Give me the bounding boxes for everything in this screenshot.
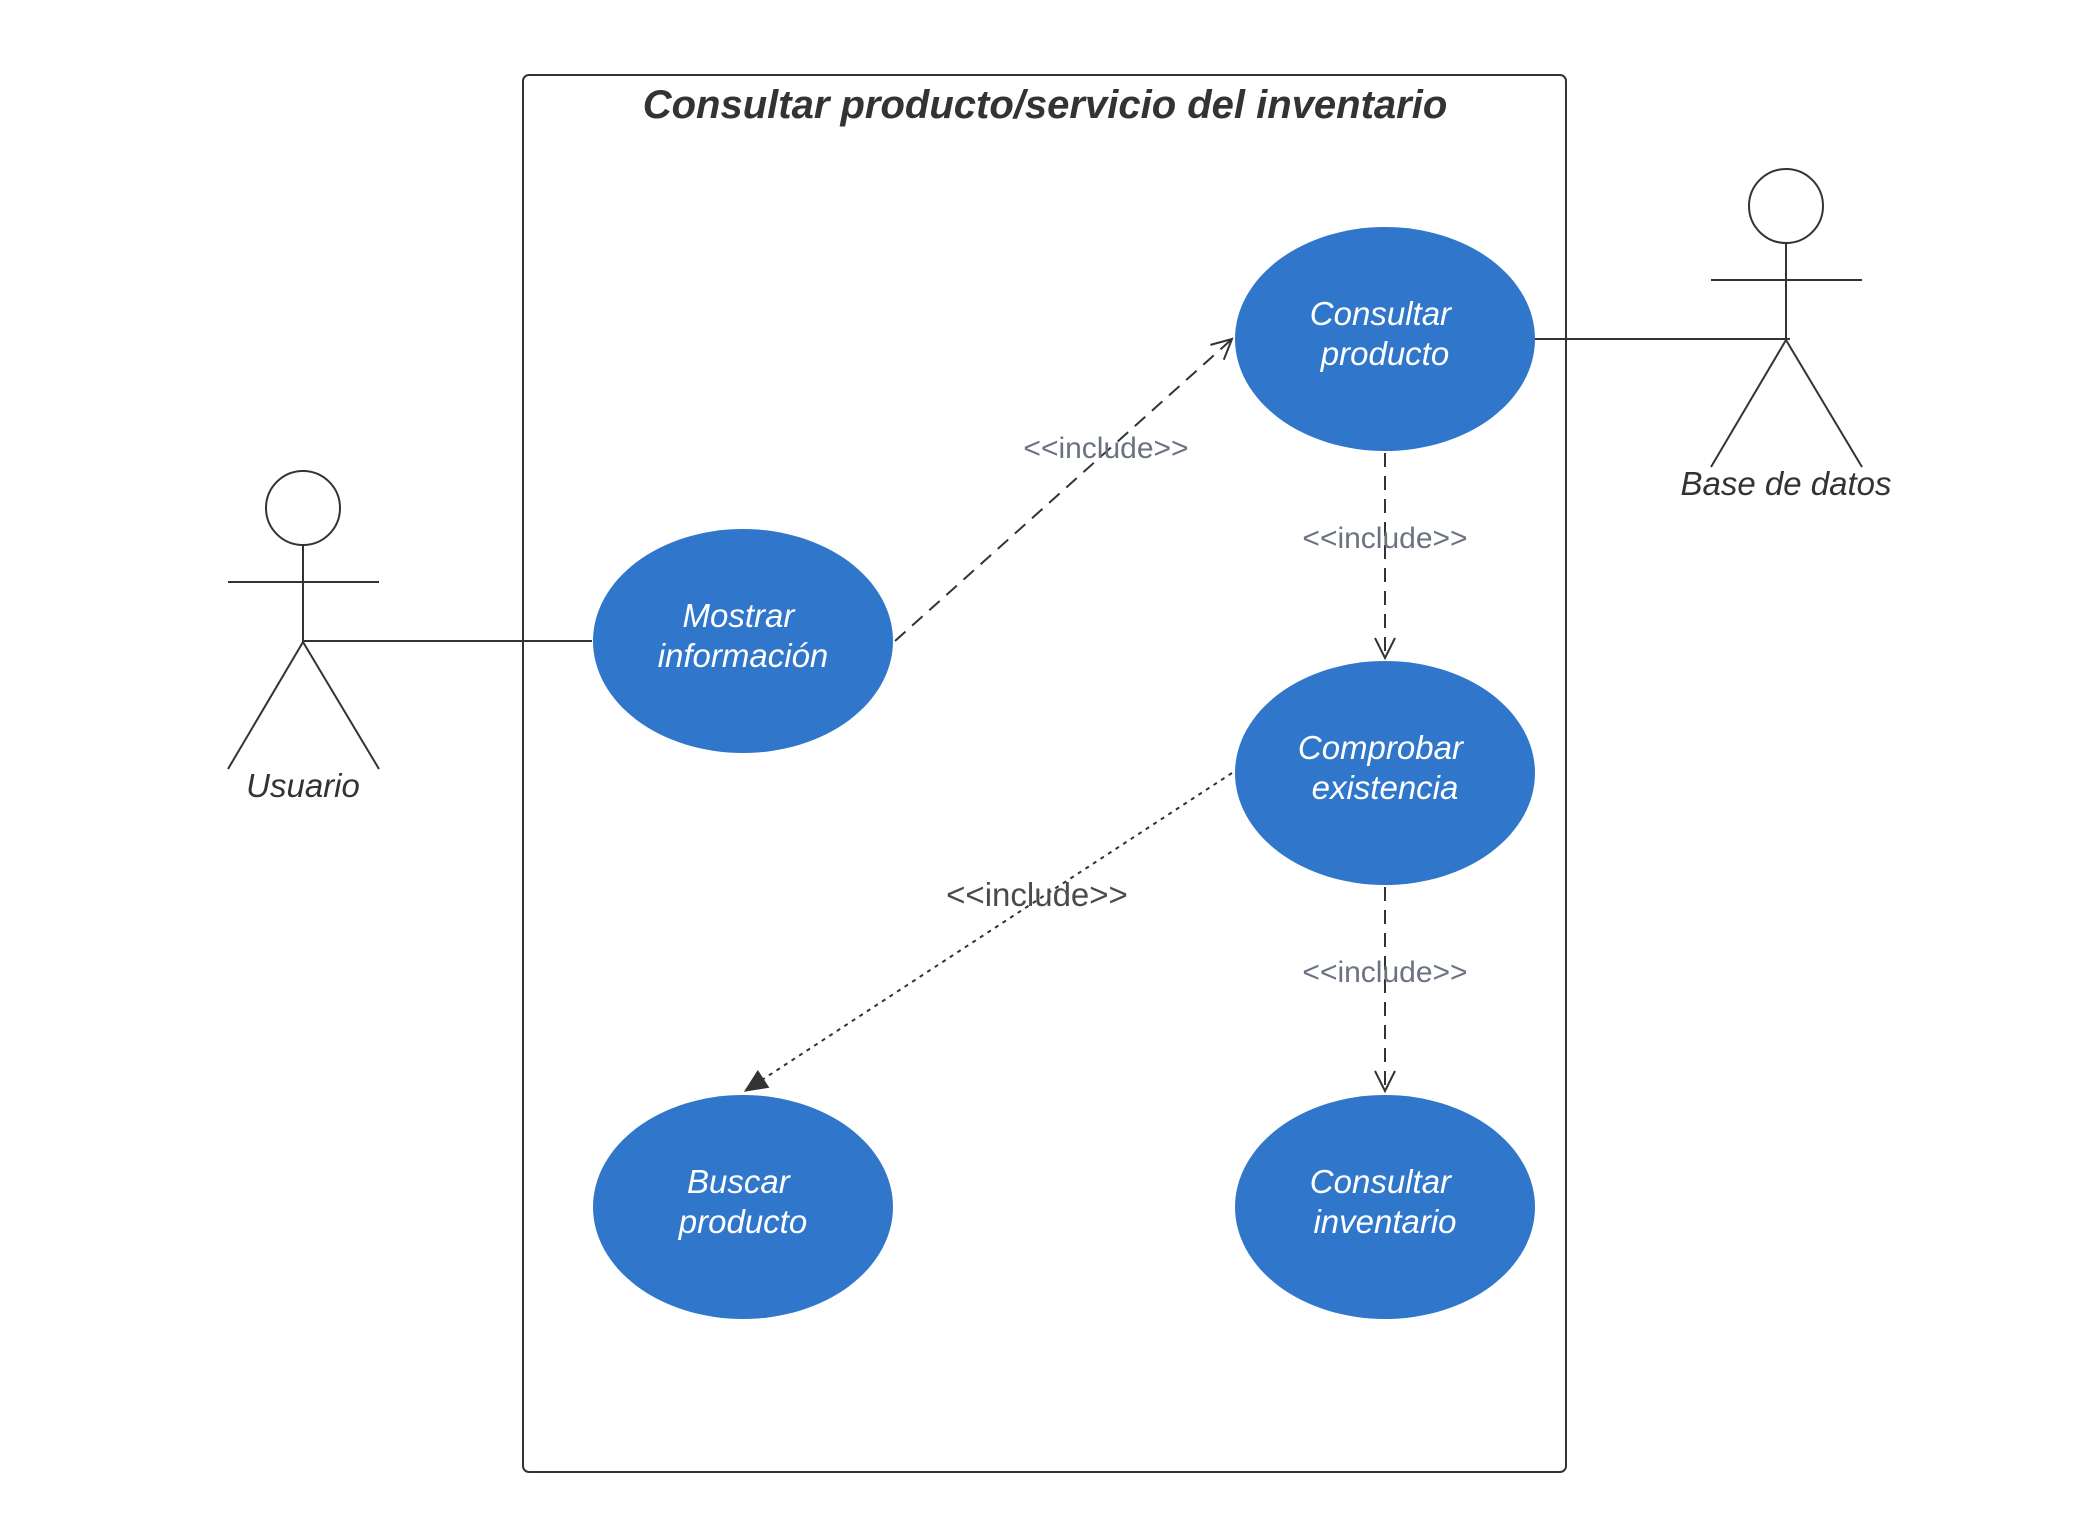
actor-base-de-datos[interactable]: Base de datos (1681, 168, 1892, 502)
usecase-ellipse (593, 1095, 893, 1319)
include-label-consultar-comprobar: <<include>> (1302, 522, 1467, 555)
actor-head (265, 470, 341, 546)
usecase-label: Consultar producto (1310, 295, 1460, 372)
include-label-comprobar-inventario: <<include>> (1302, 956, 1467, 989)
usecase-label: Consultar inventario (1310, 1163, 1460, 1240)
usecase-label: Comprobar existencia (1298, 729, 1472, 806)
usecase-ellipse (593, 529, 893, 753)
usecase-consultar-inventario[interactable]: Consultar inventario (1235, 1095, 1535, 1319)
usecase-ellipse (1235, 227, 1535, 451)
actor-label-usuario: Usuario (246, 767, 360, 804)
actor-label-base-de-datos: Base de datos (1681, 465, 1892, 502)
usecase-buscar-producto[interactable]: Buscar producto (593, 1095, 893, 1319)
usecase-comprobar-existencia[interactable]: Comprobar existencia (1235, 661, 1535, 885)
system-title: Consultar producto/servicio del inventar… (643, 83, 1448, 127)
include-arrow-mostrar-consultar (894, 339, 1232, 642)
actor-head (1748, 168, 1824, 244)
usecase-ellipse (1235, 661, 1535, 885)
usecase-ellipse (1235, 1095, 1535, 1319)
actor-usuario[interactable]: Usuario (227, 470, 380, 804)
include-arrow-comprobar-buscar (743, 772, 1233, 1092)
include-label-mostrar-consultar: <<include>> (1023, 432, 1188, 465)
usecase-consultar-producto[interactable]: Consultar producto (1235, 227, 1535, 451)
usecase-label: Buscar producto (678, 1163, 807, 1240)
include-label-comprobar-buscar: <<include>> (946, 876, 1128, 913)
usecase-mostrar-informacion[interactable]: Mostrar información (593, 529, 893, 753)
usecase-label: Mostrar información (658, 597, 829, 674)
